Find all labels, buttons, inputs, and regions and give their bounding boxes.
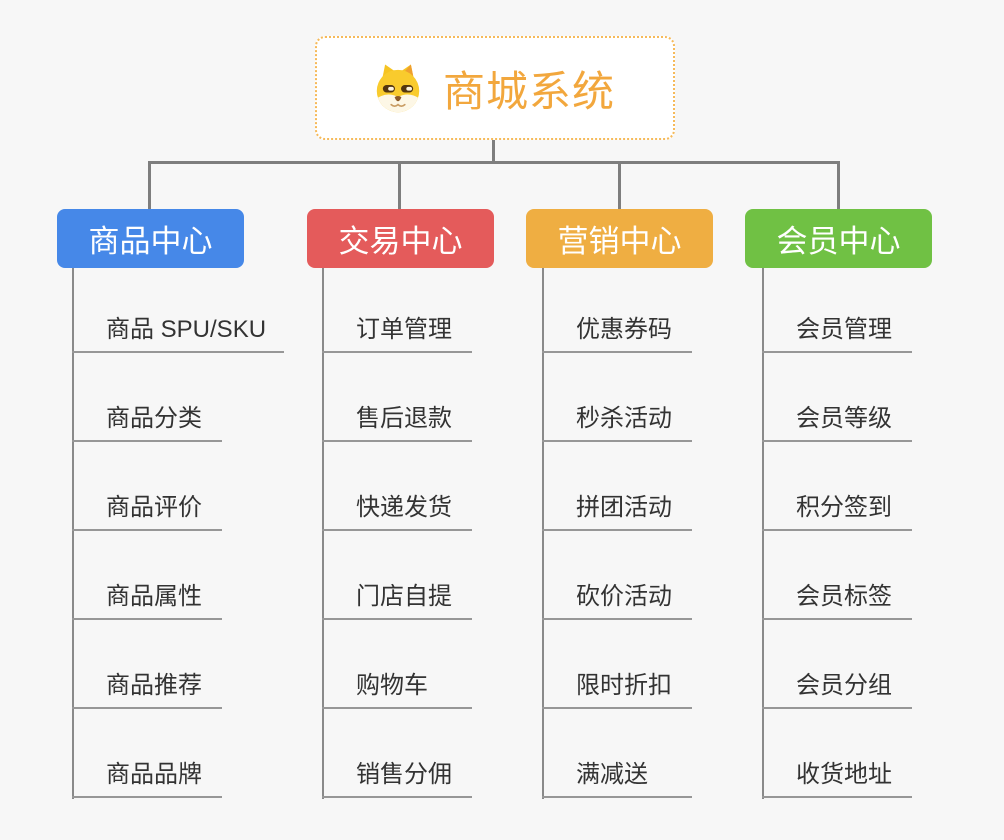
root-node[interactable]: 商城系统 <box>315 36 675 140</box>
root-title: 商城系统 <box>442 67 615 115</box>
children-column-trade: 订单管理 售后退款 快递发货 门店自提 购物车 销售分佣 <box>322 268 472 798</box>
connector-horizontal <box>148 161 839 164</box>
branch-line-product <box>72 268 74 799</box>
branch-node-trade[interactable]: 交易中心 <box>307 209 494 268</box>
connector-drop-member <box>837 161 840 210</box>
connector-root-stub <box>492 139 495 163</box>
children-column-marketing: 优惠券码 秒杀活动 拼团活动 砍价活动 限时折扣 满减送 <box>542 268 692 798</box>
children-column-product: 商品 SPU/SKU 商品分类 商品评价 商品属性 商品推荐 商品品牌 <box>72 268 285 798</box>
topic-node[interactable]: 商品属性 <box>72 531 222 620</box>
topic-node[interactable]: 售后退款 <box>322 353 472 442</box>
branch-line-trade <box>322 268 324 799</box>
topic-node[interactable]: 会员管理 <box>762 268 912 353</box>
topic-node[interactable]: 订单管理 <box>322 268 472 353</box>
topic-node[interactable]: 门店自提 <box>322 531 472 620</box>
topic-node[interactable]: 会员标签 <box>762 531 912 620</box>
topic-node[interactable]: 商品推荐 <box>72 620 222 709</box>
topic-node[interactable]: 收货地址 <box>762 709 912 798</box>
topic-node[interactable]: 会员等级 <box>762 353 912 442</box>
topic-node[interactable]: 积分签到 <box>762 442 912 531</box>
connector-drop-marketing <box>618 161 621 210</box>
topic-node[interactable]: 销售分佣 <box>322 709 472 798</box>
dog-icon <box>375 63 421 113</box>
branch-line-marketing <box>542 268 544 799</box>
branch-line-member <box>762 268 764 799</box>
branch-node-marketing[interactable]: 营销中心 <box>526 209 713 268</box>
connector-drop-trade <box>398 161 401 210</box>
connector-drop-product <box>148 161 151 210</box>
topic-node[interactable]: 快递发货 <box>322 442 472 531</box>
topic-node[interactable]: 优惠券码 <box>542 268 692 353</box>
topic-node[interactable]: 商品 SPU/SKU <box>72 268 285 353</box>
topic-node[interactable]: 拼团活动 <box>542 442 692 531</box>
branch-node-member[interactable]: 会员中心 <box>745 209 932 268</box>
topic-node[interactable]: 购物车 <box>322 620 472 709</box>
topic-node[interactable]: 商品评价 <box>72 442 222 531</box>
topic-node[interactable]: 商品品牌 <box>72 709 222 798</box>
branch-node-product[interactable]: 商品中心 <box>57 209 244 268</box>
children-column-member: 会员管理 会员等级 积分签到 会员标签 会员分组 收货地址 <box>762 268 912 798</box>
topic-node[interactable]: 秒杀活动 <box>542 353 692 442</box>
topic-node[interactable]: 会员分组 <box>762 620 912 709</box>
topic-node[interactable]: 商品分类 <box>72 353 222 442</box>
topic-node[interactable]: 限时折扣 <box>542 620 692 709</box>
topic-node[interactable]: 砍价活动 <box>542 531 692 620</box>
topic-node[interactable]: 满减送 <box>542 709 692 798</box>
